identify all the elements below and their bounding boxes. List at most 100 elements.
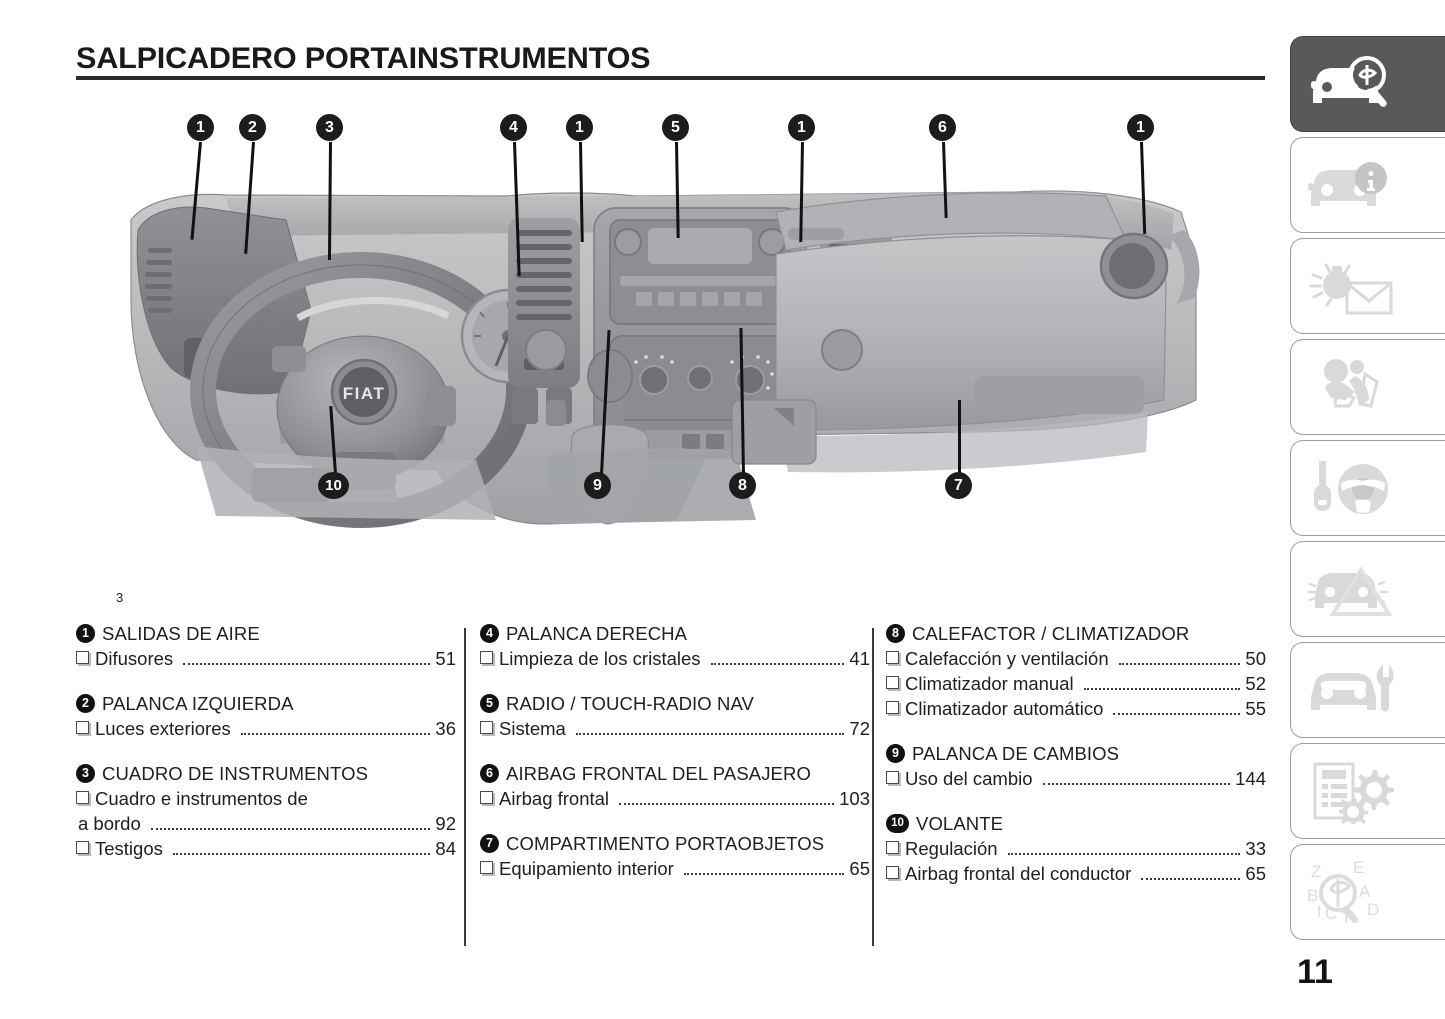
- callout-10: 10: [318, 472, 349, 499]
- group-number-badge: 7: [480, 834, 499, 853]
- legend-group: 5 RADIO / TOUCH-RADIO NAV Sistema 72: [480, 692, 870, 741]
- leader-dots: [1007, 853, 1241, 855]
- tab-alphabetical-index[interactable]: Z B I C T E A D: [1290, 844, 1445, 940]
- legend-entry[interactable]: Uso del cambio 144: [886, 766, 1266, 791]
- callout-6: 6: [929, 114, 956, 141]
- speedometer-needle: [494, 335, 510, 367]
- entry-label: Sistema: [499, 718, 566, 739]
- radio-button-row[interactable]: [620, 276, 780, 306]
- wheel-button-left[interactable]: [272, 346, 306, 372]
- seatbelt-occupant-icon: [1305, 354, 1397, 420]
- center-left-vent-louvers: [516, 230, 572, 320]
- document-gears-icon: [1305, 758, 1397, 824]
- legend-group-head: 9 PALANCA DE CAMBIOS: [886, 742, 1266, 765]
- leader-dots: [1083, 688, 1241, 690]
- svg-text:A: A: [1359, 882, 1371, 901]
- group-title: PALANCA IZQUIERDA: [102, 693, 294, 714]
- checkbox-icon: [886, 701, 899, 714]
- dashboard-illustration: FIAT: [76, 100, 1266, 570]
- legend-entry-continuation[interactable]: a bordo 92: [76, 811, 456, 836]
- lower-storage-tray[interactable]: [731, 399, 817, 465]
- entry-page-number: 51: [435, 648, 456, 669]
- entry-label: Luces exteriores: [95, 718, 231, 739]
- legend-entry[interactable]: Difusores 51: [76, 646, 456, 671]
- legend-entry[interactable]: Airbag frontal 103: [480, 786, 870, 811]
- tray-marker-icon: [774, 408, 794, 426]
- airbag-panel-seam: [788, 228, 844, 240]
- instrument-cowl: [136, 206, 312, 395]
- climate-knob-temperature[interactable]: [639, 365, 669, 395]
- legend-group: 10 VOLANTE Regulación 33 Airbag frontal …: [886, 812, 1266, 886]
- group-number-badge: 5: [480, 694, 499, 713]
- callout-4: 4: [500, 114, 527, 141]
- group-title: PALANCA DE CAMBIOS: [912, 743, 1120, 764]
- callout-1b: 1: [566, 114, 593, 141]
- radio-knob-left[interactable]: [614, 228, 642, 256]
- entry-label: Climatizador automático: [905, 698, 1104, 719]
- header-rule: [76, 76, 1265, 80]
- group-title: CALEFACTOR / CLIMATIZADOR: [912, 623, 1190, 644]
- radio-display: [648, 228, 752, 264]
- legend-entry[interactable]: Luces exteriores 36: [76, 716, 456, 741]
- legend-entry[interactable]: Regulación 33: [886, 836, 1266, 861]
- section-tabs-sidebar: Z B I C T E A D: [1280, 36, 1445, 946]
- group-number-badge: 4: [480, 624, 499, 643]
- car-info-icon: [1305, 152, 1397, 218]
- legend-entry[interactable]: Testigos 84: [76, 836, 456, 861]
- legend-entry[interactable]: Sistema 72: [480, 716, 870, 741]
- gear-lever-knob[interactable]: [587, 349, 633, 403]
- legend-entry[interactable]: Climatizador manual 52: [886, 671, 1266, 696]
- legend-column-3: 8 CALEFACTOR / CLIMATIZADOR Calefacción …: [886, 622, 1266, 886]
- tab-getting-to-know-the-vehicle[interactable]: [1290, 36, 1445, 132]
- tab-servicing-and-maintenance[interactable]: [1290, 642, 1445, 738]
- entry-page-number: 92: [435, 813, 456, 834]
- legend-entry[interactable]: Equipamiento interior 65: [480, 856, 870, 881]
- switch-left-a[interactable]: [512, 388, 538, 424]
- callout-1c: 1: [788, 114, 815, 141]
- callout-8: 8: [729, 472, 756, 499]
- group-number-badge: 3: [76, 764, 95, 783]
- entry-page-number: 144: [1235, 768, 1266, 789]
- right-vent-bezel: [1168, 230, 1200, 304]
- legend-entry[interactable]: Calefacción y ventilación 50: [886, 646, 1266, 671]
- legend-entry[interactable]: Limpieza de los cristales 41: [480, 646, 870, 671]
- callout-3: 3: [316, 114, 343, 141]
- legend-entry[interactable]: Climatizador automático 55: [886, 696, 1266, 721]
- checkbox-icon: [76, 721, 89, 734]
- legend-group: 7 COMPARTIMENTO PORTAOBJETOS Equipamient…: [480, 832, 870, 881]
- entry-page-number: 55: [1245, 698, 1266, 719]
- column-marker: 3: [116, 590, 124, 605]
- hazard-button[interactable]: [682, 434, 700, 449]
- console-side-button[interactable]: [546, 400, 566, 426]
- climate-knob-distribution[interactable]: [735, 365, 765, 395]
- wheel-button-right[interactable]: [426, 386, 456, 426]
- entry-label: Regulación: [905, 838, 998, 859]
- entry-page-number: 41: [849, 648, 870, 669]
- legend-group-head: 1 SALIDAS DE AIRE: [76, 622, 456, 645]
- group-title: SALIDAS DE AIRE: [102, 623, 260, 644]
- tab-vehicle-information[interactable]: [1290, 137, 1445, 233]
- tab-occupant-safety[interactable]: [1290, 339, 1445, 435]
- group-number-badge: 2: [76, 694, 95, 713]
- legend-entry[interactable]: Cuadro e instrumentos de: [76, 786, 456, 811]
- tab-warning-lights-and-messages[interactable]: [1290, 238, 1445, 334]
- tab-in-an-emergency[interactable]: [1290, 541, 1445, 637]
- checkbox-icon: [480, 861, 493, 874]
- group-title: RADIO / TOUCH-RADIO NAV: [506, 693, 754, 714]
- leader-dots: [1042, 783, 1231, 785]
- tab-starting-and-driving[interactable]: [1290, 440, 1445, 536]
- legend-group-head: 3 CUADRO DE INSTRUMENTOS: [76, 762, 456, 785]
- checkbox-icon: [480, 721, 493, 734]
- entry-page-number: 84: [435, 838, 456, 859]
- legend-entry[interactable]: Airbag frontal del conductor 65: [886, 861, 1266, 886]
- side-vent-louvers: [145, 248, 172, 313]
- svg-text:Z: Z: [1311, 862, 1321, 881]
- alphabetical-index-icon: Z B I C T E A D: [1305, 859, 1397, 925]
- leader-dots: [1118, 663, 1241, 665]
- entry-label: Equipamiento interior: [499, 858, 674, 879]
- glovebox-handle-recess[interactable]: [974, 376, 1144, 414]
- climate-knob-fan[interactable]: [687, 365, 713, 391]
- door-lock-button[interactable]: [706, 434, 724, 449]
- tab-technical-specifications[interactable]: [1290, 743, 1445, 839]
- entry-label: Climatizador manual: [905, 673, 1074, 694]
